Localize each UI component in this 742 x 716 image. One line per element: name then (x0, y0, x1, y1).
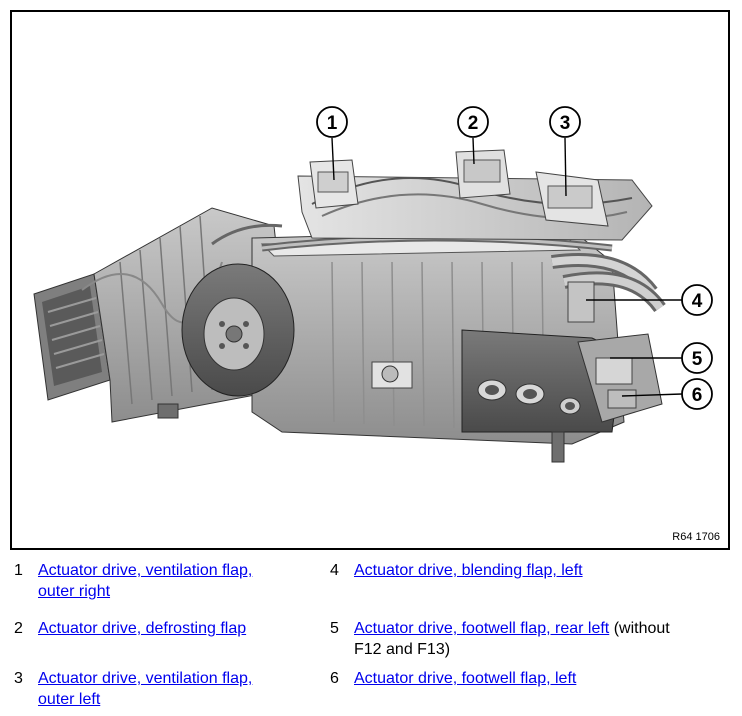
figure-frame: 1 2 3 4 5 6 R64 1706 (10, 10, 730, 550)
legend-link-line: Actuator drive, footwell flap, rear left (354, 620, 610, 637)
callout-5-label: 5 (692, 349, 703, 370)
legend-link-line: outer left (38, 691, 101, 708)
callout-3: 3 (549, 106, 581, 138)
legend-number: 6 (330, 670, 339, 687)
legend-number: 4 (330, 562, 339, 579)
actuator-4 (567, 281, 595, 323)
callout-6-label: 6 (692, 385, 703, 406)
callout-5: 5 (681, 342, 713, 374)
legend-number: 1 (14, 562, 23, 579)
legend-link-line: Actuator drive, footwell flap, left (354, 670, 577, 687)
legend-link-footwell-flap-rear-left[interactable]: Actuator drive, footwell flap, rear left (354, 620, 609, 637)
legend-link-defrosting-flap[interactable]: Actuator drive, defrosting flap (38, 620, 246, 637)
legend-note: (without (613, 620, 670, 637)
legend-link-ventilation-flap-outer-left[interactable]: Actuator drive, ventilation flap, outer … (38, 670, 252, 708)
legend-link-line: Actuator drive, defrosting flap (38, 620, 247, 637)
callout-4: 4 (681, 284, 713, 316)
callout-2: 2 (457, 106, 489, 138)
legend-number: 3 (14, 670, 23, 687)
legend-link-line: Actuator drive, ventilation flap, (38, 562, 253, 579)
actuator-1 (309, 159, 359, 209)
legend-link-line: outer right (38, 583, 111, 600)
callout-6: 6 (681, 378, 713, 410)
legend-link-line: Actuator drive, ventilation flap, (38, 670, 253, 687)
legend-link-ventilation-flap-outer-right[interactable]: Actuator drive, ventilation flap, outer … (38, 562, 252, 600)
callout-1: 1 (316, 106, 348, 138)
legend-link-footwell-flap-left[interactable]: Actuator drive, footwell flap, left (354, 670, 576, 687)
callout-3-label: 3 (560, 113, 571, 134)
actuator-5-6 (577, 333, 663, 423)
actuator-2 (455, 149, 511, 199)
heater-unit-illustration: 1 2 3 4 5 6 (33, 106, 713, 463)
legend-note: F12 and F13) (354, 641, 451, 658)
figure-reference: R64 1706 (672, 531, 720, 543)
callout-2-label: 2 (468, 113, 479, 134)
callout-1-label: 1 (327, 113, 338, 134)
callout-4-label: 4 (692, 291, 703, 312)
legend-number: 5 (330, 620, 339, 637)
mounting-feet (157, 403, 565, 463)
callout-leaders (331, 137, 683, 397)
legend-link-blending-flap-left[interactable]: Actuator drive, blending flap, left (354, 562, 583, 579)
legend-link-line: Actuator drive, blending flap, left (354, 562, 583, 579)
blower-wheel (181, 263, 295, 397)
actuator-3 (535, 171, 609, 227)
legend-number: 2 (14, 620, 23, 637)
